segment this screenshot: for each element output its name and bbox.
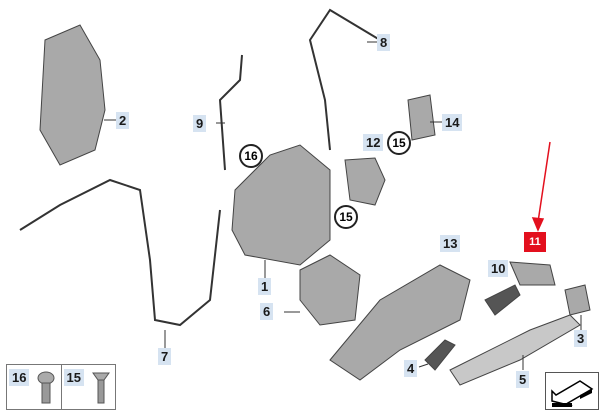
screw-inset: 16 15 [6, 364, 116, 410]
callout-5: 5 [516, 371, 530, 388]
callout-2: 2 [116, 112, 130, 129]
callout-15-mid: 15 [334, 205, 358, 229]
callout-4: 4 [404, 360, 418, 377]
callout-16: 16 [239, 144, 263, 168]
part-8-bowden-cable [308, 8, 381, 151]
inset-label-16: 16 [9, 369, 30, 386]
callout-14: 14 [442, 114, 463, 131]
part-3-cap [564, 284, 591, 316]
part-4-gasket [424, 339, 456, 371]
callout-9: 9 [193, 115, 207, 132]
part-11-lock-cylinder [509, 261, 556, 286]
part-2-actuator [39, 24, 106, 166]
screw-16-icon [37, 371, 55, 404]
part-14-bracket [407, 94, 436, 141]
callout-12: 12 [363, 134, 384, 151]
part-10-gasket [484, 284, 521, 316]
part-1-door-lock [231, 144, 331, 266]
callout-3: 3 [574, 330, 588, 347]
part-9-rod [218, 54, 243, 171]
inset-item: 15 [62, 365, 116, 409]
part-12-lock-part [344, 157, 386, 206]
inset-label-15: 15 [63, 369, 84, 386]
part-7-cable [19, 178, 221, 327]
callout-11-highlighted: 11 [524, 232, 546, 252]
screw-15-icon [91, 372, 110, 404]
callout-8: 8 [377, 34, 391, 51]
inset-item: 16 [7, 365, 62, 409]
part-5-door-handle [449, 314, 581, 386]
callout-1: 1 [258, 278, 272, 295]
part-13-handle-carrier [329, 264, 471, 381]
callout-15-top: 15 [387, 131, 411, 155]
orientation-arrow-icon [545, 372, 599, 410]
part-6-cover [299, 254, 361, 326]
callout-6: 6 [260, 303, 274, 320]
callout-10: 10 [488, 260, 509, 277]
red-arrow [531, 141, 551, 232]
callout-7: 7 [158, 348, 172, 365]
callout-13: 13 [440, 235, 461, 252]
